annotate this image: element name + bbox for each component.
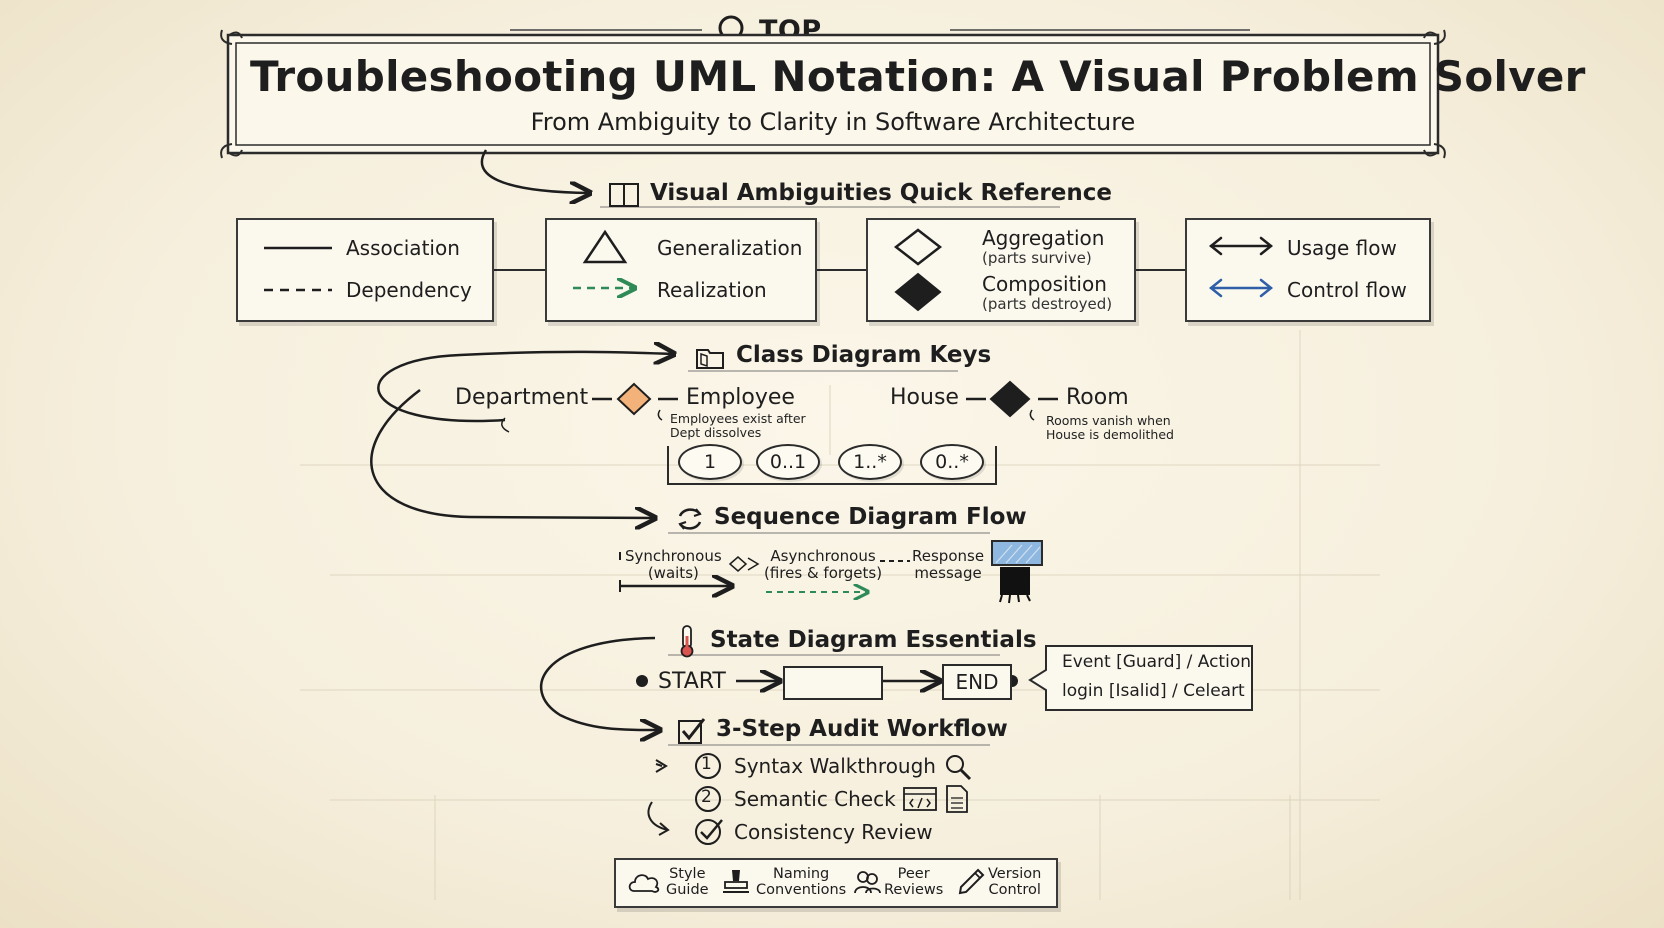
transition-example: login [Isalid] / Celeart — [1062, 681, 1245, 701]
end-state: END — [942, 664, 1012, 700]
multiplicity-bubble: 1 — [678, 444, 742, 480]
sync-message-note: (waits) — [647, 564, 699, 582]
response-message-note: message — [914, 564, 982, 582]
quick-reference-title: Visual Ambiguities Quick Reference — [650, 180, 1112, 206]
aggregation-note: (parts survive) — [982, 249, 1092, 267]
page-subtitle: From Ambiguity to Clarity in Software Ar… — [530, 108, 1136, 136]
audit-title: 3-Step Audit Workflow — [716, 716, 1008, 742]
style-guide-label: Style Guide — [666, 866, 709, 898]
generalization-triangle-icon — [573, 229, 659, 314]
document-icon — [946, 785, 968, 813]
association-line-icon — [264, 246, 332, 292]
realization-label: Realization — [657, 278, 767, 302]
version-control-label: Version Control — [988, 866, 1042, 898]
employee-note: Employees exist after Dept dissolves — [670, 411, 806, 440]
intermediate-state — [783, 666, 883, 700]
consistency-review-step: Consistency Review — [734, 820, 933, 844]
async-message-note: (fires & forgets) — [764, 564, 883, 582]
multiplicity-bubble: 0..* — [920, 444, 984, 480]
stamp-icon — [723, 870, 749, 893]
step-number: 2 — [701, 787, 712, 807]
async-message-label: Asynchronous — [770, 547, 876, 565]
reference-panel-association: Association Dependency — [236, 218, 494, 322]
async-message: Asynchronous (fires & forgets) — [764, 548, 882, 582]
sequence-title: Sequence Diagram Flow — [714, 504, 1027, 530]
thermometer-icon — [680, 625, 694, 658]
pen-icon — [958, 868, 985, 895]
transition-syntax: Event [Guard] / Action — [1062, 652, 1251, 672]
banner-frame — [220, 29, 1446, 159]
diamond-icons — [893, 228, 943, 312]
start-state: START — [658, 669, 726, 694]
peer-reviews-label: Peer Reviews — [884, 866, 944, 898]
sync-message: Synchronous (waits) — [625, 548, 722, 582]
composition-note: (parts destroyed) — [982, 295, 1113, 313]
state-title: State Diagram Essentials — [710, 627, 1037, 653]
department-class: Department — [455, 385, 589, 410]
response-message: Response message — [912, 548, 984, 582]
syntax-walkthrough-step: Syntax Walkthrough — [734, 754, 936, 778]
open-book-icon — [696, 349, 724, 369]
house-class: House — [890, 385, 959, 410]
code-window-icon — [903, 787, 937, 811]
page-title: Troubleshooting UML Notation: A Visual P… — [250, 52, 1586, 101]
people-icon — [854, 871, 881, 894]
cloud-icon — [628, 874, 660, 893]
book-icon — [609, 183, 639, 207]
room-class: Room — [1066, 385, 1129, 410]
sync-message-label: Synchronous — [625, 547, 722, 565]
control-flow-label: Control flow — [1287, 278, 1407, 302]
employee-class: Employee — [686, 385, 795, 410]
room-note: Rooms vanish when House is demolithed — [1046, 413, 1174, 442]
refresh-icon — [678, 508, 702, 530]
reference-panel-aggregation: Aggregation (parts survive) Composition … — [866, 218, 1136, 322]
class-keys-title: Class Diagram Keys — [736, 342, 992, 368]
response-message-label: Response — [912, 547, 985, 565]
multiplicity-bubble: 0..1 — [756, 444, 820, 480]
checkbox-icon — [678, 718, 706, 744]
reference-panel-flow: Usage flow Control flow — [1185, 218, 1431, 322]
magnifier-icon — [946, 755, 972, 781]
dependency-label: Dependency — [346, 278, 472, 302]
multiplicity-bubble: 1..* — [838, 444, 902, 480]
composition-label: Composition — [982, 272, 1107, 296]
reference-panel-generalization: Generalization Realization — [545, 218, 817, 322]
semantic-check-step: Semantic Check — [734, 787, 896, 811]
end-state-label: END — [955, 670, 999, 694]
aggregation-label: Aggregation — [982, 226, 1105, 250]
step-number: 1 — [701, 754, 712, 774]
association-label: Association — [346, 236, 460, 260]
naming-conventions-label: Naming Conventions — [756, 866, 847, 898]
audit-tools-bar: Style Guide Naming Conventions Peer Revi… — [614, 858, 1058, 908]
flow-arrows-icon — [1208, 236, 1274, 298]
usage-flow-label: Usage flow — [1287, 236, 1397, 260]
generalization-label: Generalization — [657, 236, 803, 260]
